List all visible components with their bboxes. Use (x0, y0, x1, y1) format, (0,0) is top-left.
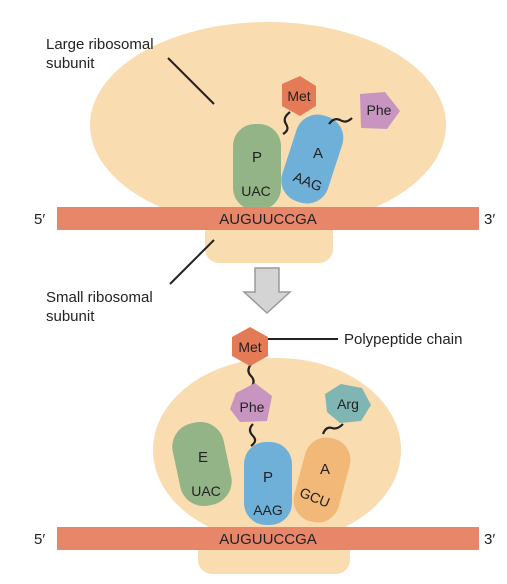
met-amino-acid-top (282, 76, 316, 116)
trna-p-site-label: P (252, 149, 262, 166)
arg-amino-acid-bottom (325, 384, 371, 423)
mrna-three-prime-top: 3′ (484, 211, 495, 228)
mrna-five-prime-bottom: 5′ (34, 531, 45, 548)
trna-e-bottom (172, 421, 232, 507)
mrna-sequence-bottom: AUGUUCCGA (219, 531, 317, 548)
polypeptide-chain-label: Polypeptide chain (344, 331, 462, 348)
mrna-sequence-top: AUGUUCCGA (219, 211, 317, 228)
linker-phe-trna (248, 423, 257, 447)
met-label-bottom: Met (238, 339, 261, 355)
trna-p-site-label-bottom: P (263, 469, 273, 486)
phe-label-top: Phe (367, 102, 392, 118)
met-label-top: Met (287, 88, 310, 104)
mrna-three-prime-bottom: 3′ (484, 531, 495, 548)
trna-a-bottom (293, 437, 351, 523)
large-subunit-label-line1: Large ribosomal (46, 36, 154, 53)
mrna-strand-top (57, 207, 479, 230)
large-subunit-leader-line (167, 57, 215, 105)
trna-e-anticodon: UAC (191, 483, 221, 499)
trna-a-top (281, 114, 344, 204)
small-subunit-label-line1: Small ribosomal (46, 289, 153, 306)
linker-arg-trna (321, 423, 344, 435)
phe-amino-acid-bottom (230, 383, 272, 422)
arg-label-bottom: Arg (337, 396, 359, 412)
down-arrow-icon (242, 267, 292, 315)
trna-a-top-body (281, 114, 344, 204)
phe-label-bottom: Phe (240, 399, 265, 415)
large-subunit-label-line2: subunit (46, 55, 95, 72)
trna-a-site-label-bottom: A (320, 461, 330, 478)
trna-p-anticodon: UAC (241, 183, 271, 199)
mrna-strand-bottom (57, 527, 479, 550)
trna-p-top (233, 124, 281, 210)
met-amino-acid-bottom (232, 327, 268, 366)
bottom-panel: E UAC P AAG A GCU Met Phe Arg AUGUUCCGA … (34, 327, 495, 574)
small-subunit-label-line2: subunit (46, 308, 95, 325)
linker-phe-top (328, 117, 353, 125)
mrna-five-prime-top: 5′ (34, 211, 45, 228)
linker-met-top (282, 111, 291, 135)
trna-a-bottom-body (293, 437, 351, 523)
large-ribosomal-subunit-top (90, 22, 446, 228)
top-panel: P UAC A AAG Met Phe AUGUUCCGA 5′ 3′ (34, 22, 495, 263)
phe-amino-acid-top (360, 92, 400, 129)
small-subunit-leader-line (169, 239, 215, 285)
trna-a-site-label: A (313, 145, 323, 162)
trna-e-site-label: E (198, 449, 208, 466)
trna-p-anticodon-bottom: AAG (253, 502, 283, 518)
trna-p-bottom (244, 442, 292, 525)
